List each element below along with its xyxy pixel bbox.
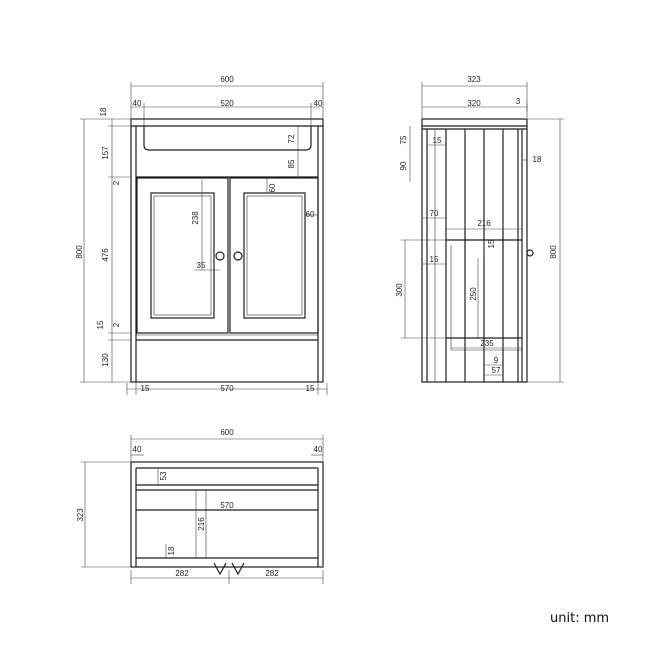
front-panel-right [243, 192, 306, 319]
front-door-right [229, 177, 319, 334]
front-panel-left [150, 192, 215, 319]
dim-side-15b: 15 [487, 239, 496, 248]
dim-plan-570: 570 [220, 501, 234, 510]
knob-right-icon [233, 251, 243, 261]
plan-view: 600 40 40 323 53 570 216 18 282 282 [76, 428, 324, 584]
dim-front-top-mid: 520 [220, 99, 234, 108]
dim-side-9: 9 [494, 356, 499, 365]
knob-left-icon [215, 251, 225, 261]
dim-side-depth-total: 323 [467, 75, 481, 84]
dim-front-top-right: 40 [314, 99, 323, 108]
front-outline [130, 118, 324, 383]
dim-front-panel-h: 238 [191, 211, 200, 225]
unit-label: unit: mm [550, 611, 609, 626]
dim-front-stile: 60 [306, 210, 315, 219]
dim-front-base-right: 15 [306, 384, 315, 393]
dim-plan-282a: 282 [175, 569, 189, 578]
side-view: 323 320 3 75 90 15 18 70 216 15 15 300 2… [395, 75, 564, 383]
dim-plan-53: 53 [159, 471, 168, 480]
dim-plan-282b: 282 [265, 569, 279, 578]
dim-plan-left-40: 40 [133, 445, 142, 454]
dim-side-depth-inner: 320 [467, 99, 481, 108]
plan-foot-left-icon [213, 562, 227, 576]
dim-side-235: 235 [480, 339, 494, 348]
dim-plan-216: 216 [197, 517, 206, 531]
dim-side-216: 216 [477, 219, 491, 228]
dim-front-knob: 35 [197, 261, 206, 270]
dim-front-base-left: 15 [141, 384, 150, 393]
dim-side-300: 300 [395, 283, 404, 297]
dim-side-15a: 15 [430, 255, 439, 264]
dim-front-rail-h: 85 [287, 159, 296, 168]
front-basin [143, 126, 312, 151]
dim-front-top-h: 18 [99, 107, 108, 116]
front-panel-right-inner [246, 195, 303, 316]
dim-side-top-90: 90 [399, 161, 408, 170]
dim-front-plinth-h: 130 [101, 353, 110, 367]
dim-side-250: 250 [469, 287, 478, 301]
dim-front-base-mid: 570 [220, 384, 234, 393]
dim-side-57: 57 [492, 366, 501, 375]
dim-front-upper-h: 157 [101, 146, 110, 160]
plan-foot-right-icon [231, 562, 245, 576]
dim-front-top-left: 40 [133, 99, 142, 108]
dim-side-70: 70 [430, 209, 439, 218]
dim-front-height-total: 800 [75, 245, 84, 259]
front-panel-left-inner [153, 195, 212, 316]
dim-front-door-h: 476 [101, 248, 110, 262]
dim-front-low-gap: 15 [96, 320, 105, 329]
dim-front-basin-h: 72 [287, 134, 296, 143]
dim-plan-width-total: 600 [220, 428, 234, 437]
front-door-left [136, 177, 229, 334]
dim-plan-depth-323: 323 [76, 508, 85, 522]
dim-side-depth-lip: 3 [516, 97, 521, 106]
front-view: 600 40 520 40 800 18 157 2 476 15 2 130 … [75, 75, 328, 395]
dim-front-gap-bot: 2 [112, 322, 121, 327]
dim-side-top-75: 75 [399, 135, 408, 144]
dim-front-gap-top: 2 [112, 180, 121, 185]
dim-front-rail: 60 [268, 183, 277, 192]
dim-side-right-18: 18 [533, 155, 542, 164]
dim-side-height-total: 800 [549, 245, 558, 259]
dim-front-width-total: 600 [220, 75, 234, 84]
dim-plan-right-40: 40 [314, 445, 323, 454]
side-outline [421, 118, 528, 383]
dim-plan-18: 18 [167, 546, 176, 555]
plan-outline [130, 461, 324, 568]
dim-side-top-15: 15 [433, 136, 442, 145]
side-knob-icon [526, 249, 534, 257]
